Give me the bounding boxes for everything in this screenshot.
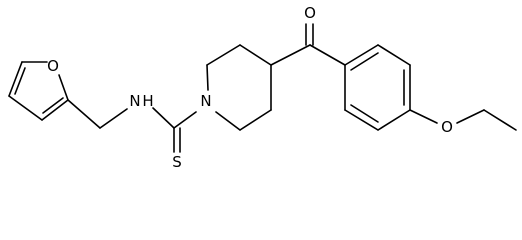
furan-bond-o-c2 [58, 74, 69, 101]
pip-bond-c5-c6 [239, 109, 272, 131]
piperidine-nitrogen-label: N [200, 92, 211, 110]
benzene-bond-4 [377, 109, 411, 131]
furan-bond-c4-c5 [8, 61, 23, 97]
benzene-bond-2 [377, 44, 411, 66]
furan-ring [8, 61, 69, 121]
bond-aryl-oether [409, 109, 438, 124]
bond-ch2-nh [99, 108, 128, 129]
bond-pip-carbonyl [270, 44, 311, 66]
benzene-inner-3 [350, 104, 379, 123]
furan-bond-c2-c3 [41, 99, 69, 121]
benzene-bond-5 [344, 109, 379, 131]
benzene-inner-1 [350, 52, 379, 71]
amide-nitrogen-label: N [129, 92, 140, 110]
bond-oether-ch2 [456, 109, 485, 124]
furan-oxygen-label: O [47, 57, 59, 75]
pip-bond-c6-n [215, 111, 241, 131]
thione-sulfur-label: S [172, 153, 182, 171]
furan-bond-c4-c5-inner [14, 67, 26, 95]
ether-oxygen-label: O [441, 118, 453, 136]
benzene-ring [344, 44, 411, 131]
piperidine-ring [206, 44, 272, 131]
benzene-bond-1 [344, 44, 379, 66]
bond-nh-cs [152, 107, 175, 129]
bond-cs-npip [173, 111, 197, 129]
bond-ch2-ch3 [483, 109, 517, 131]
furan-bond-c3-c4 [8, 95, 43, 121]
bond-carbonyl-aryl [309, 44, 346, 66]
pip-bond-c3-c4 [239, 44, 272, 66]
ketone-oxygen-label: O [304, 4, 316, 22]
amide-hydrogen-label: H [142, 92, 153, 110]
chemical-structure-diagram: O N H N S O O [8, 4, 517, 171]
pip-bond-c2-c3 [206, 44, 241, 66]
furan-bond-c2-c3-inner [42, 97, 64, 114]
pip-bond-n-c2 [206, 64, 209, 91]
bond-furan-ch2 [67, 99, 101, 129]
